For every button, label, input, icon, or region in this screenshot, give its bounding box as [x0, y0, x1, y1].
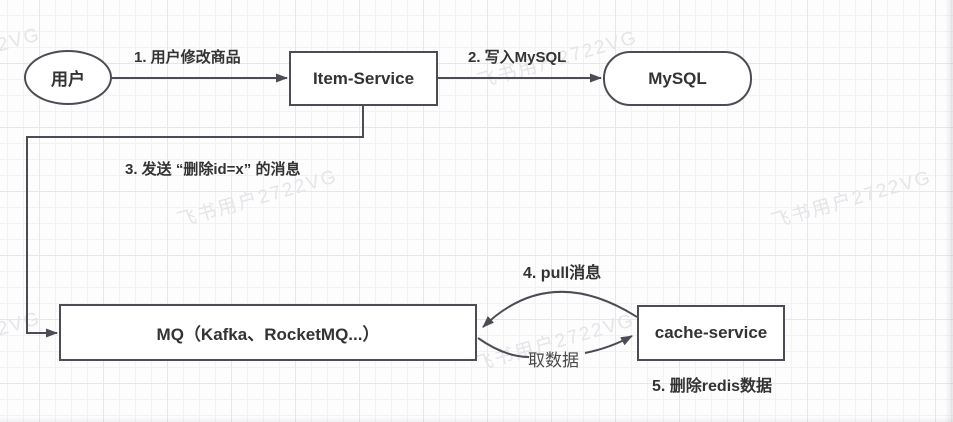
- node-user-label: 用户: [51, 70, 85, 89]
- edge-label-step4: 4. pull消息: [523, 265, 602, 282]
- node-mq-label: MQ（Kafka、RocketMQ...）: [156, 325, 380, 344]
- arrow-pull-data-mq-to-cache-right-segment: [584, 335, 633, 354]
- node-item-service-label: Item-Service: [312, 68, 415, 88]
- edge-label-pull-data: 取数据: [528, 351, 579, 370]
- node-cache-service-label: cache-service: [654, 323, 768, 342]
- edge-label-step1: 1. 用户修改商品: [134, 49, 241, 66]
- arrow-step4-cache-service-to-mq: [482, 290, 638, 328]
- node-mq: MQ（Kafka、RocketMQ...）: [59, 304, 477, 361]
- arrow-pull-data-mq-to-cache-left-segment: [477, 337, 530, 358]
- edge-label-step5: 5. 删除redis数据: [652, 378, 773, 395]
- edge-label-step3: 3. 发送 “删除id=x” 的消息: [125, 161, 301, 178]
- node-item-service: Item-Service: [289, 51, 438, 106]
- edge-label-step2: 2. 写入MySQL: [468, 49, 567, 66]
- node-user: 用户: [24, 50, 112, 105]
- node-mysql-label: MySQL: [648, 68, 707, 88]
- node-cache-service: cache-service: [637, 305, 785, 361]
- node-mysql: MySQL: [603, 51, 752, 106]
- arrow-step3-item-service-to-mq: [26, 106, 364, 338]
